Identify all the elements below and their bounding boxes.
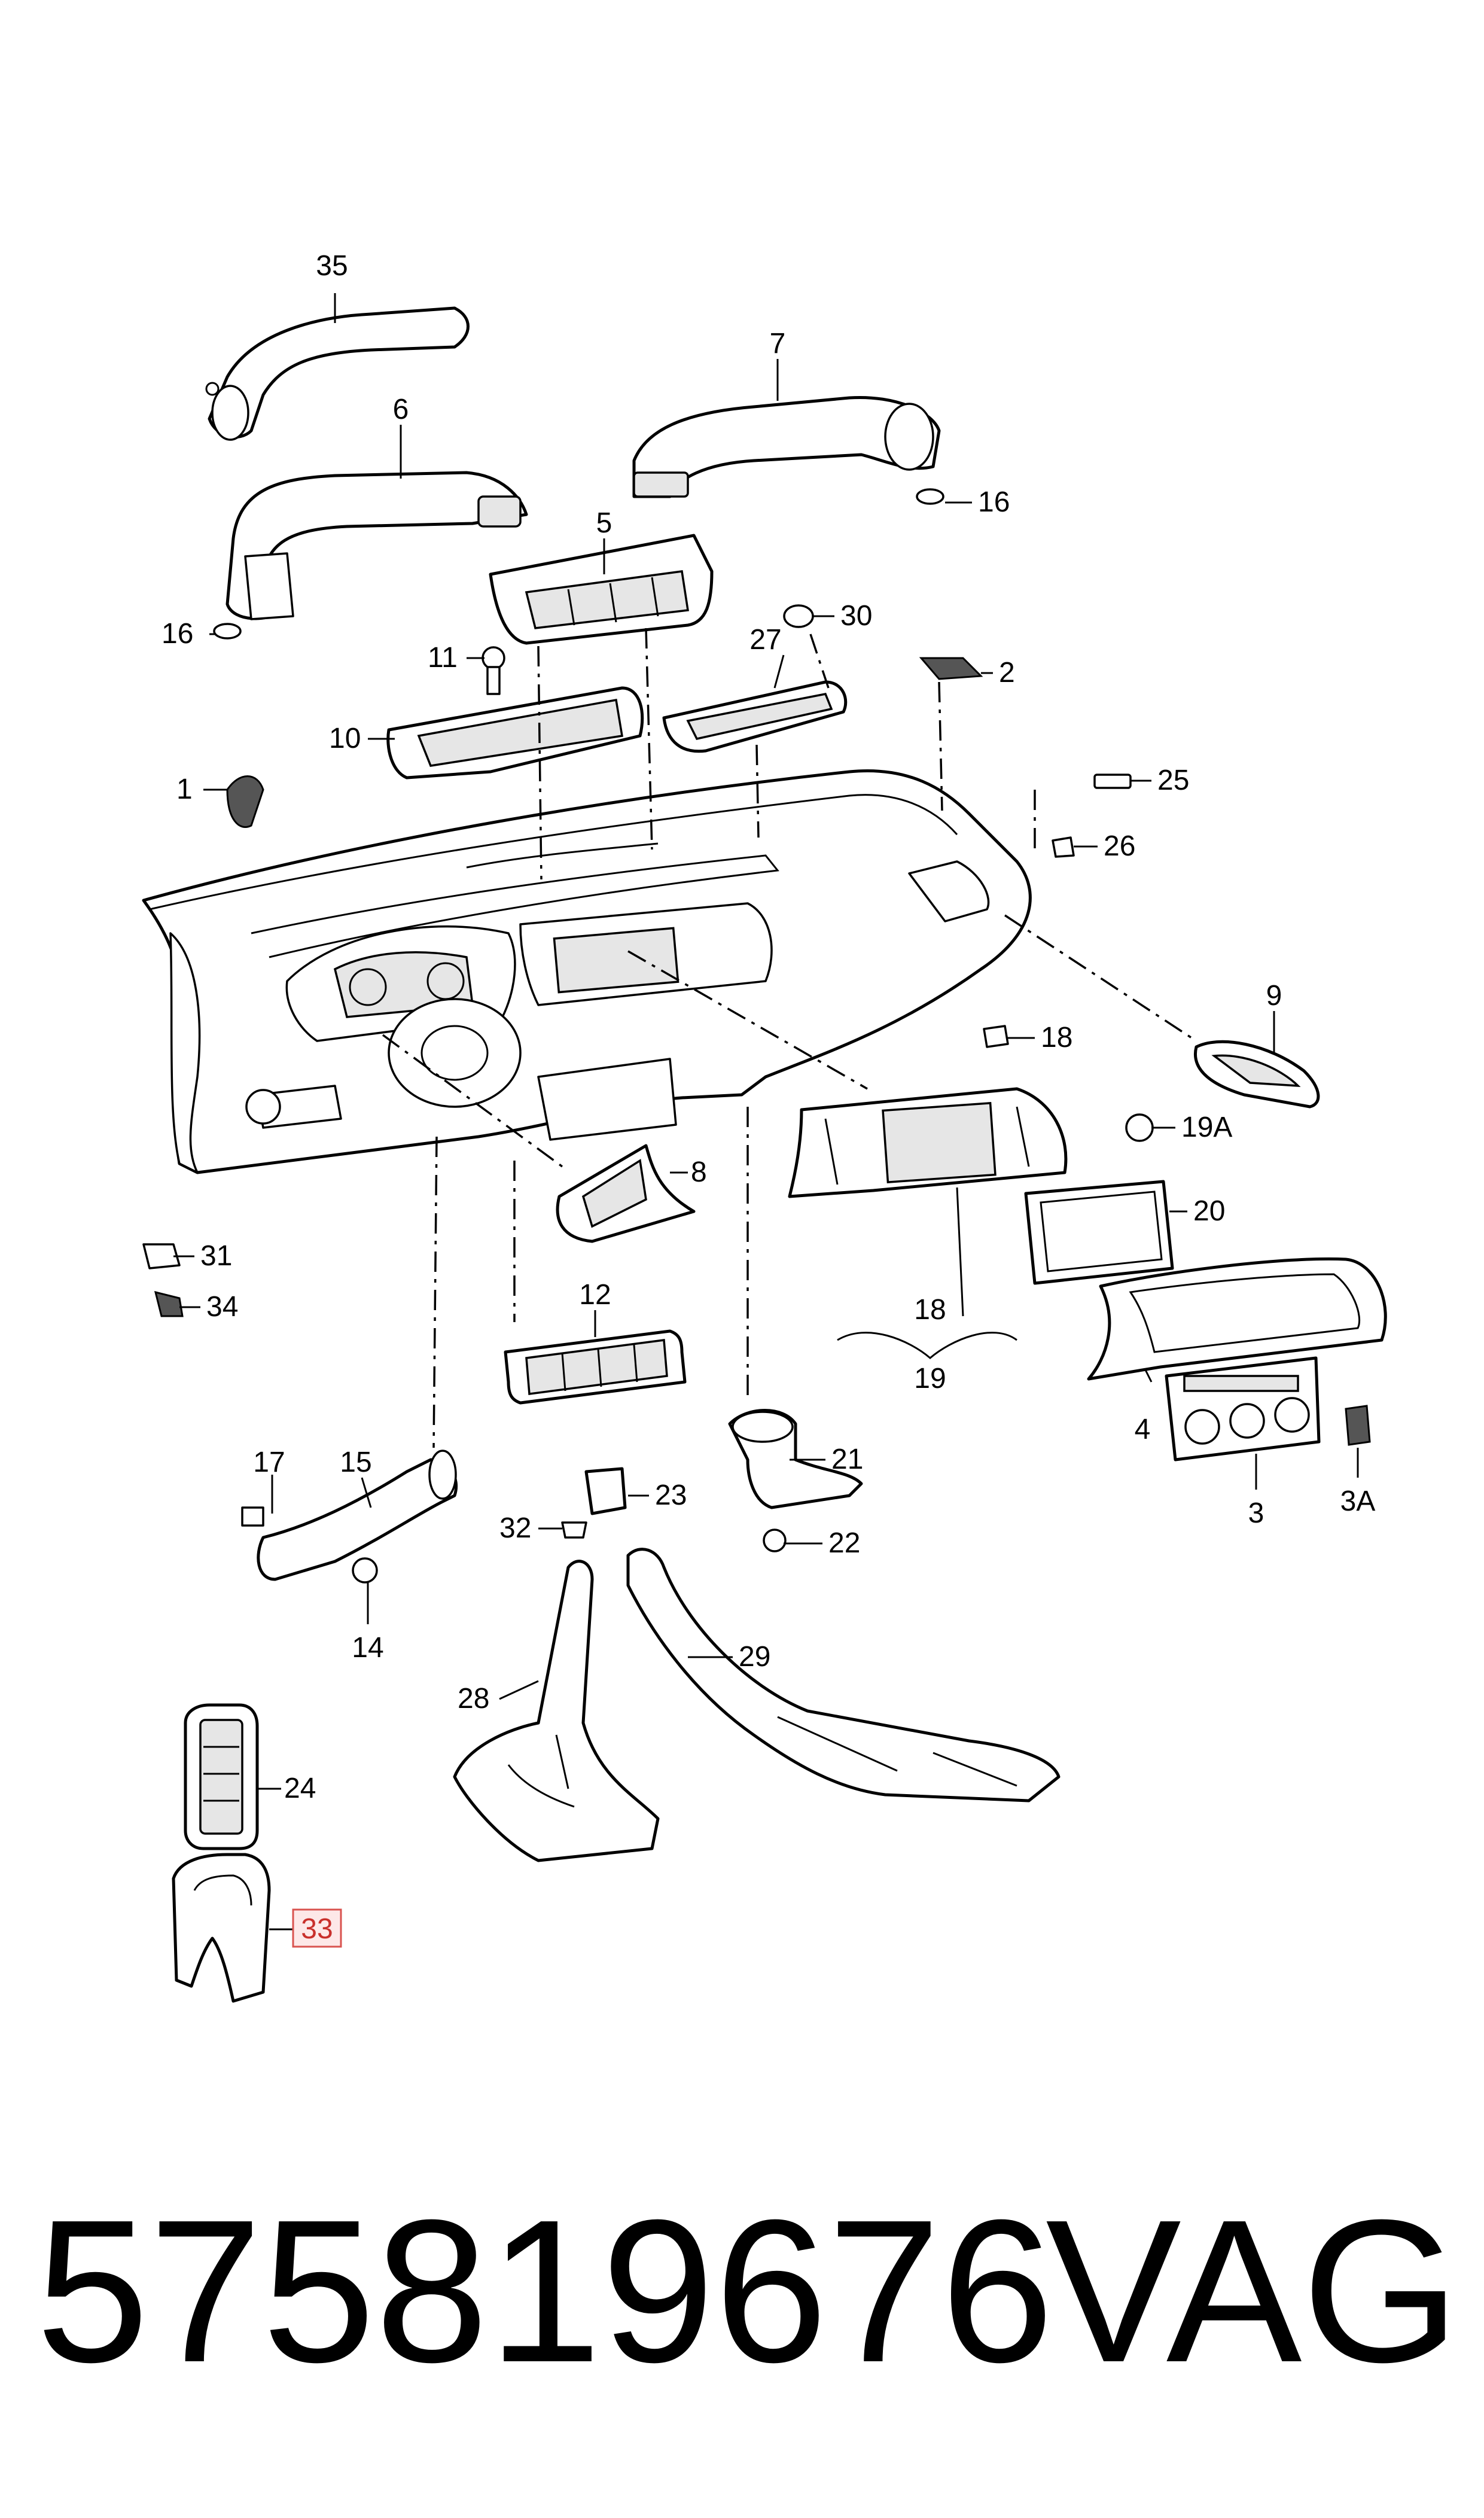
callout-18: 18 (914, 1294, 946, 1326)
small-clip-parts (142, 488, 1154, 1584)
part-7-right-duct (632, 395, 941, 498)
leader-lines (173, 293, 1359, 1931)
callout-3: 3 (1248, 1497, 1264, 1529)
part-24-vent (184, 1703, 259, 1850)
callout-9: 9 (1266, 980, 1282, 1012)
callout-24: 24 (284, 1773, 316, 1804)
callout-28: 28 (458, 1683, 489, 1715)
callout-21: 21 (831, 1444, 863, 1475)
callout-3a: 3A (1340, 1485, 1376, 1517)
part-4-trim (1087, 1257, 1387, 1381)
callout-12: 12 (579, 1279, 611, 1311)
part-27-right-vent-bar (662, 680, 848, 753)
callout-35: 35 (316, 250, 348, 282)
assembly-dash-lines (382, 628, 1197, 1448)
part-20-screen (1024, 1180, 1174, 1285)
callout-22: 22 (828, 1527, 860, 1559)
callout-33-highlight-box (292, 1908, 342, 1948)
callout-29: 29 (739, 1641, 770, 1673)
callout-10: 10 (329, 723, 361, 754)
callout-4: 4 (1135, 1414, 1151, 1445)
callout-16: 16 (161, 618, 193, 650)
part-5-center-vent (489, 534, 714, 645)
callout-2: 2 (999, 657, 1015, 689)
part-12-vent-grille (504, 1329, 687, 1405)
callout-15: 15 (340, 1447, 371, 1478)
callout-19a: 19A (1181, 1112, 1232, 1143)
callout-26: 26 (1104, 830, 1135, 862)
callout-23: 23 (655, 1479, 687, 1511)
callout-8: 8 (691, 1156, 707, 1188)
callout-labels: 35 7 6 16 5 16 30 11 27 2 10 1 25 26 9 1… (161, 250, 1376, 1948)
callout-20: 20 (1193, 1195, 1225, 1227)
part-19-center-bezel (788, 1087, 1068, 1198)
part-28-rear-duct (453, 1560, 660, 1862)
part-3-control-panel (1165, 1356, 1371, 1462)
callout-34: 34 (206, 1291, 238, 1323)
part-23-cap (584, 1467, 627, 1515)
part-35-upper-duct (205, 306, 470, 441)
callout-30: 30 (840, 600, 872, 632)
callout-32: 32 (499, 1512, 531, 1544)
callout-11: 11 (428, 642, 458, 674)
dashboard-panel (142, 769, 1032, 1174)
callout-1: 1 (176, 774, 193, 805)
callout-14: 14 (352, 1632, 383, 1664)
part-10-left-vent-bar (386, 686, 644, 780)
callout-17: 17 (253, 1447, 285, 1478)
callout-6: 6 (393, 394, 409, 425)
part-29-rear-duct (626, 1548, 1061, 1803)
part-15-floor-duct (257, 1450, 458, 1581)
callout-19: 19 (914, 1363, 946, 1395)
callout-33: 33 (301, 1913, 333, 1945)
callout-31: 31 (200, 1240, 232, 1272)
callout-27: 27 (749, 624, 781, 656)
callout-18: 18 (1041, 1022, 1072, 1054)
part-33-cover (172, 1853, 271, 2003)
callout-5: 5 (596, 507, 613, 539)
part-8-left-vent (556, 1144, 696, 1243)
brand-label: VAG (1046, 2178, 1460, 2405)
part-6-left-duct (226, 471, 528, 620)
part-number-label: 575819676 (36, 2178, 1054, 2405)
callout-25: 25 (1157, 765, 1189, 796)
callout-7: 7 (770, 328, 786, 360)
callout-16: 16 (978, 486, 1010, 518)
part-9-right-vent (1194, 1040, 1320, 1109)
